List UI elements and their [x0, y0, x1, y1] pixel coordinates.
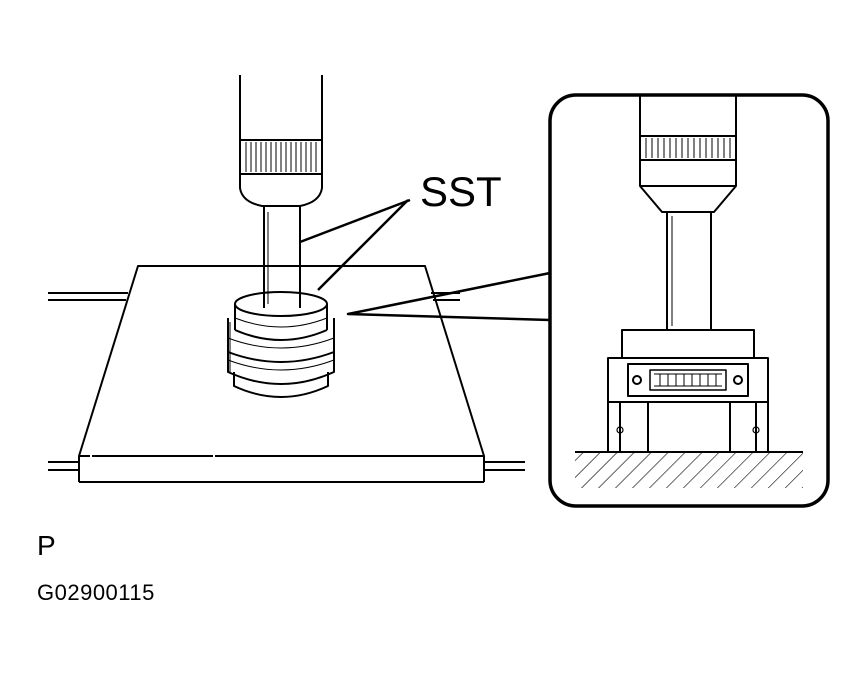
callout-wedge: [346, 271, 551, 322]
bearing: [227, 318, 335, 398]
inset-detail: [575, 95, 803, 488]
view-code-letter: P: [37, 530, 56, 561]
inset-frame: [548, 93, 830, 508]
sst-leader-lines: [299, 198, 411, 291]
sst-label: SST: [420, 168, 502, 215]
press-ram: [239, 75, 323, 207]
figure-code: G02900115: [37, 580, 155, 605]
sst-shaft: [263, 206, 301, 308]
sst-adapter: [234, 291, 328, 341]
press-table: [48, 265, 525, 483]
